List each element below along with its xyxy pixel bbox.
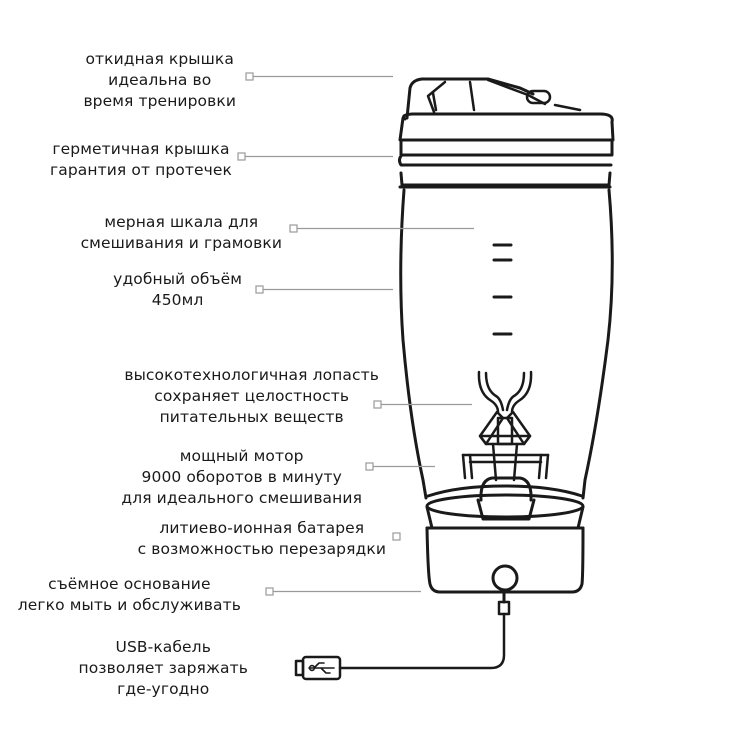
- callout-line: 450мл: [151, 291, 204, 309]
- callout-line: легко мыть и обслуживать: [17, 596, 241, 614]
- callout-base: съёмное основание легко мыть и обслужива…: [18, 574, 241, 616]
- callout-line: сохраняет целостность: [154, 387, 350, 405]
- callout-scale: мерная шкала для смешивания и грамовки: [81, 212, 282, 254]
- measuring-scale: [492, 243, 513, 336]
- callout-line: USB-кабель: [115, 638, 211, 656]
- detachable-base: [425, 526, 585, 594]
- callout-line: литиево-ионная батарея: [159, 519, 365, 537]
- callout-line: идеальна во: [108, 71, 212, 89]
- callout-line: высокотехнологичная лопасть: [124, 366, 379, 384]
- callout-line: для идеального смешивания: [121, 489, 362, 507]
- callout-line: мерная шкала для: [104, 213, 259, 231]
- callout-line: время тренировки: [83, 92, 236, 110]
- callout-battery: литиево-ионная батарея с возможностью пе…: [138, 518, 386, 560]
- callout-sealed-lid: герметичная крышка гарантия от протечек: [50, 139, 232, 181]
- leader-lines: [237, 72, 474, 596]
- callout-usb: USB-кабель позволяет заряжать где-угодно: [78, 637, 248, 700]
- callout-line: мощный мотор: [179, 447, 304, 465]
- callout-line: смешивания и грамовки: [80, 234, 282, 252]
- power-button-icon: [491, 564, 519, 592]
- callout-volume: удобный объём 450мл: [113, 269, 242, 311]
- callout-line: откидная крышка: [85, 50, 234, 68]
- motor-hub: [476, 476, 536, 521]
- callout-line: съёмное основание: [48, 575, 211, 593]
- callout-line: позволяет заряжать: [78, 659, 248, 677]
- callout-line: герметичная крышка: [52, 140, 230, 158]
- callout-blade: высокотехнологичная лопасть сохраняет це…: [124, 365, 379, 428]
- blade: [461, 370, 550, 482]
- callout-line: питательных веществ: [159, 408, 344, 426]
- callout-motor: мощный мотор 9000 оборотов в минуту для …: [121, 446, 362, 509]
- motor-housing: [425, 484, 585, 530]
- sealed-lid: [398, 112, 615, 189]
- usb-cable: [294, 592, 511, 681]
- bottle-body: [399, 188, 614, 500]
- callout-line: 9000 оборотов в минуту: [141, 468, 342, 486]
- flip-lid: [405, 77, 582, 120]
- callout-line: где-угодно: [117, 680, 210, 698]
- callout-flip-lid: откидная крышка идеальна во время тренир…: [83, 49, 236, 112]
- callout-line: с возможностью перезарядки: [137, 540, 386, 558]
- callout-line: гарантия от протечек: [50, 161, 232, 179]
- callout-line: удобный объём: [113, 270, 242, 288]
